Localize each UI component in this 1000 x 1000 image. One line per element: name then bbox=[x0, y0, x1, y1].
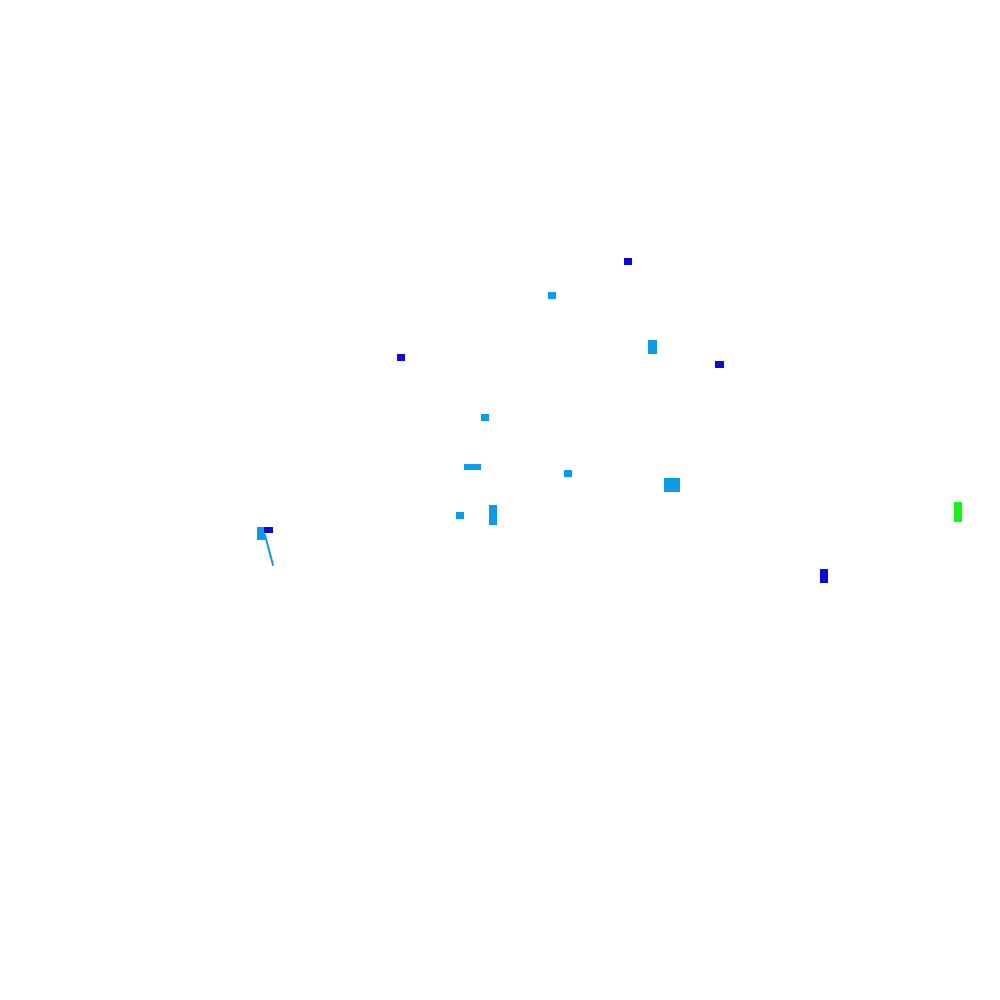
sky-blue-mark bbox=[464, 464, 481, 470]
sky-blue-mark bbox=[456, 512, 464, 519]
sky-blue-mark bbox=[564, 470, 572, 477]
sky-blue-mark bbox=[664, 478, 680, 492]
sky-blue-mark bbox=[489, 505, 497, 525]
sky-blue-mark bbox=[548, 292, 556, 299]
deep-blue-mark bbox=[264, 527, 273, 533]
deep-blue-mark bbox=[397, 354, 405, 361]
deep-blue-mark bbox=[624, 258, 632, 265]
deep-blue-mark bbox=[820, 569, 828, 583]
sky-blue-mark bbox=[648, 340, 657, 354]
sky-blue-mark bbox=[257, 527, 265, 540]
green-mark bbox=[954, 502, 962, 522]
deep-blue-mark bbox=[715, 361, 724, 368]
sky-blue-mark bbox=[481, 414, 489, 421]
